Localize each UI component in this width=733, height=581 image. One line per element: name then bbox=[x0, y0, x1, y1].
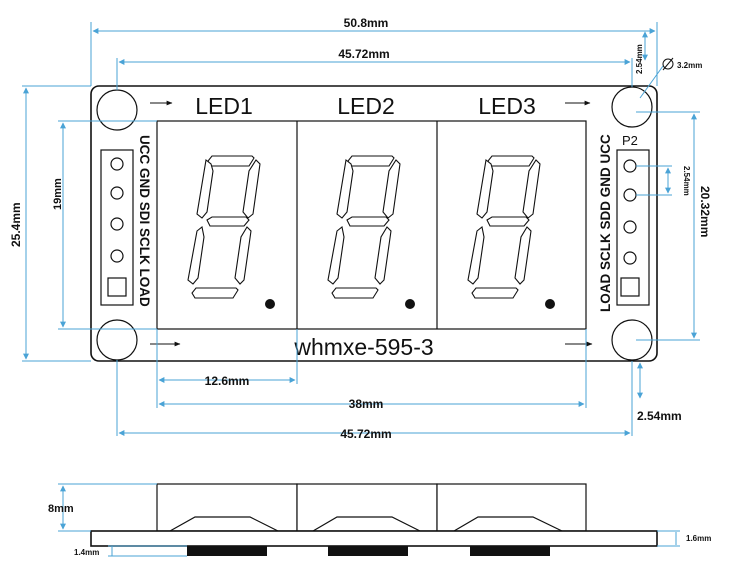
component-bottom bbox=[187, 546, 267, 556]
model-label: whmxe-595-3 bbox=[293, 334, 433, 360]
seg-c bbox=[234, 226, 252, 285]
right-pin bbox=[623, 188, 637, 202]
p2-label: P2 bbox=[622, 133, 638, 148]
display-housing bbox=[436, 483, 587, 532]
dim-pcb-thickness-label: 1.6mm bbox=[686, 534, 711, 543]
seg-g bbox=[206, 216, 250, 227]
seg-g bbox=[346, 216, 390, 227]
led1-label: LED1 bbox=[195, 93, 253, 119]
decimal-point bbox=[405, 299, 415, 309]
dim-side-height-label: 8mm bbox=[48, 503, 74, 515]
display-lens bbox=[453, 516, 563, 532]
dim-board-width-label: 50.8mm bbox=[344, 16, 389, 30]
seg-e bbox=[467, 226, 485, 285]
side-view: 8mm 1.6mm 1.4mm bbox=[48, 483, 711, 557]
seg-e bbox=[327, 226, 345, 285]
left-pin bbox=[110, 249, 124, 263]
dim-hole-spacing-bottom-label: 45.72mm bbox=[340, 427, 391, 441]
display-lens bbox=[169, 516, 279, 532]
seg-c bbox=[514, 226, 532, 285]
mount-hole-top-right bbox=[611, 86, 653, 128]
top-view: LED1 LED2 LED3 UCC GND SDI SCLK LOAD P2 … bbox=[90, 85, 658, 362]
diameter-icon bbox=[662, 58, 674, 70]
seg-f bbox=[336, 158, 354, 219]
decimal-point bbox=[265, 299, 275, 309]
decimal-point bbox=[545, 299, 555, 309]
seven-segment-digit bbox=[187, 155, 275, 309]
seven-segment-digit bbox=[327, 155, 415, 309]
seg-d bbox=[331, 287, 379, 299]
seg-b bbox=[522, 159, 541, 219]
mount-hole-top-left bbox=[96, 89, 138, 131]
led3-label: LED3 bbox=[478, 93, 536, 119]
seg-f bbox=[476, 158, 494, 219]
dim-hole-offset-bottom-label: 2.54mm bbox=[637, 409, 682, 423]
dim-hole-diameter-label: 3.2mm bbox=[677, 61, 702, 70]
display-housing bbox=[156, 483, 298, 532]
dim-display-height-label: 19mm bbox=[52, 178, 64, 210]
dim-hole-offset-top-label: 2.54mm bbox=[635, 44, 644, 74]
left-pin-square bbox=[107, 277, 127, 297]
left-pin bbox=[110, 186, 124, 200]
left-pin bbox=[110, 217, 124, 231]
display-lens bbox=[312, 516, 421, 532]
dim-board-height-label: 25.4mm bbox=[9, 202, 23, 247]
pcb-side bbox=[90, 530, 658, 547]
seg-d bbox=[191, 287, 239, 299]
right-pin-square bbox=[620, 277, 640, 297]
right-pin bbox=[623, 220, 637, 234]
component-bottom bbox=[328, 546, 408, 556]
seg-b bbox=[382, 159, 401, 219]
seg-b bbox=[242, 159, 261, 219]
dim-display-width-label: 38mm bbox=[349, 397, 384, 411]
right-pin bbox=[623, 251, 637, 265]
seg-a bbox=[207, 155, 255, 167]
component-bottom bbox=[470, 546, 550, 556]
dimensions-top: 50.8mm 45.72mm 2.54mm 3.2mm 25.4mm 19mm … bbox=[9, 16, 712, 441]
dim-pin-pitch-label: 2.54mm bbox=[682, 166, 691, 196]
led2-label: LED2 bbox=[337, 93, 395, 119]
seg-a bbox=[487, 155, 535, 167]
left-header-label: UCC GND SDI SCLK LOAD bbox=[137, 135, 152, 307]
seg-e bbox=[187, 226, 205, 285]
dim-component-height-label: 1.4mm bbox=[74, 548, 99, 557]
seg-d bbox=[471, 287, 519, 299]
mount-hole-bottom-left bbox=[96, 319, 138, 361]
dim-hole-spacing-top-label: 45.72mm bbox=[338, 47, 389, 61]
seg-f bbox=[196, 158, 214, 219]
dim-pin-span-label: 20.32mm bbox=[698, 186, 712, 237]
seg-g bbox=[486, 216, 530, 227]
seven-segment-digit bbox=[467, 155, 555, 309]
right-pin bbox=[623, 159, 637, 173]
left-pin bbox=[110, 157, 124, 171]
seg-c bbox=[374, 226, 392, 285]
display-housing bbox=[296, 483, 438, 532]
right-header-label: LOAD SCLK SDD GND UCC bbox=[598, 134, 613, 312]
dim-digit-width-label: 12.6mm bbox=[205, 374, 250, 388]
seg-a bbox=[347, 155, 395, 167]
